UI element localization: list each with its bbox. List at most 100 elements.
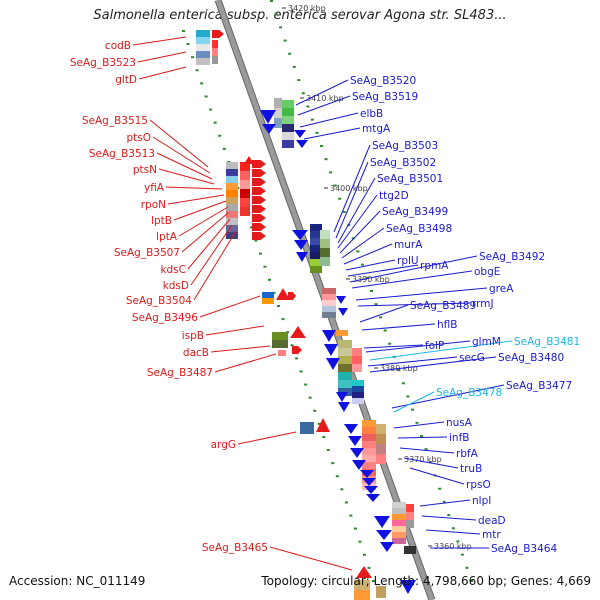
gene-track-block bbox=[338, 356, 352, 364]
label-dead: deaD bbox=[478, 515, 506, 527]
gene-track-block bbox=[338, 372, 352, 380]
left-rail-dot bbox=[182, 30, 185, 32]
leader-seag-b3478 bbox=[393, 391, 435, 413]
right-rail-dot bbox=[374, 303, 378, 306]
left-rail-dot bbox=[299, 370, 303, 373]
leader-ispb bbox=[205, 325, 265, 336]
gene-track-block bbox=[362, 462, 376, 469]
reverse-gene-arrow bbox=[292, 346, 302, 354]
gene-track-block bbox=[262, 292, 274, 298]
right-rail-dot bbox=[292, 65, 296, 68]
gene-track-block bbox=[226, 190, 238, 197]
reverse-gene-arrow bbox=[356, 566, 372, 578]
leader-rplu bbox=[345, 259, 396, 271]
topology-text: Topology: circular; Length: 4,798,660 bp… bbox=[261, 574, 591, 588]
label-nlpi: nlpI bbox=[472, 495, 491, 507]
ruler-label-3390-kbp: 3390 kbp bbox=[352, 275, 390, 284]
reverse-gene-arrow bbox=[212, 30, 224, 38]
gene-track-block bbox=[310, 266, 322, 273]
right-rail-dot bbox=[351, 237, 355, 240]
gene-track-block bbox=[352, 386, 364, 392]
right-rail-dot bbox=[356, 250, 360, 253]
right-rail-dot bbox=[424, 448, 428, 451]
leader-rpso bbox=[409, 467, 465, 485]
right-rail-dot bbox=[274, 13, 278, 16]
gene-track-block bbox=[240, 189, 250, 198]
left-rail-dot bbox=[372, 580, 375, 582]
label-seag-b3499: SeAg_B3499 bbox=[382, 206, 448, 218]
label-rpso: rpsO bbox=[466, 479, 491, 491]
leader-glmm bbox=[365, 340, 471, 353]
label-seag-b3513: SeAg_B3513 bbox=[89, 148, 155, 160]
gene-track-block bbox=[196, 51, 210, 58]
gene-track-block bbox=[278, 350, 286, 356]
leader-seag-b3492 bbox=[349, 255, 478, 283]
gene-track-block bbox=[338, 380, 352, 388]
label-secg: secG bbox=[459, 352, 485, 364]
left-rail-dot bbox=[267, 278, 271, 281]
right-rail-dot bbox=[397, 369, 401, 372]
gene-track-block bbox=[392, 532, 406, 538]
gene-track-block bbox=[282, 132, 294, 140]
right-rail-dot bbox=[338, 197, 342, 200]
reverse-gene-arrow bbox=[252, 169, 266, 177]
right-rail-dot bbox=[283, 39, 287, 42]
gene-track-block bbox=[322, 294, 336, 300]
gene-track-block bbox=[338, 340, 352, 348]
left-rail-dot bbox=[277, 305, 280, 307]
leader-rpon bbox=[167, 194, 225, 205]
leader-seag-b3515 bbox=[149, 119, 209, 168]
right-rail-dot bbox=[438, 487, 442, 490]
leader-seag-b3499 bbox=[339, 210, 381, 254]
gene-features bbox=[196, 30, 416, 600]
gene-track-block bbox=[282, 100, 294, 108]
gene-track-block bbox=[310, 245, 322, 252]
forward-gene-arrow bbox=[366, 494, 380, 502]
forward-gene-arrow bbox=[296, 140, 308, 148]
reverse-gene-arrow bbox=[276, 288, 290, 300]
forward-gene-arrow bbox=[294, 130, 306, 138]
label-mura: murA bbox=[394, 239, 423, 251]
right-rail-dot bbox=[324, 158, 328, 161]
left-rail-dot bbox=[317, 422, 321, 425]
leader-gltd bbox=[138, 66, 187, 80]
leader-seag-b3507 bbox=[181, 212, 229, 253]
left-rail-dot bbox=[313, 409, 317, 412]
label-kdsc: kdsC bbox=[160, 264, 186, 276]
left-rail-dot bbox=[331, 462, 335, 465]
gene-track-block bbox=[196, 58, 210, 65]
leader-dacb bbox=[210, 345, 271, 353]
gene-track-block bbox=[226, 225, 238, 232]
right-rail-dot bbox=[420, 435, 423, 437]
label-hflb: hflB bbox=[437, 319, 457, 331]
forward-gene-arrow bbox=[322, 330, 336, 342]
right-rail-dot bbox=[370, 290, 373, 292]
leader-hflb bbox=[361, 323, 436, 331]
label-ptsn: ptsN bbox=[133, 164, 157, 176]
gene-track-block bbox=[362, 448, 376, 455]
gene-track-block bbox=[362, 455, 376, 462]
forward-gene-arrow bbox=[338, 402, 350, 412]
left-rail-dot bbox=[191, 56, 195, 59]
reverse-gene-arrow bbox=[252, 187, 266, 195]
label-argg: argG bbox=[211, 439, 236, 451]
gene-track-block bbox=[392, 526, 406, 532]
gene-track-block bbox=[272, 332, 288, 340]
gene-track-block bbox=[310, 252, 322, 259]
gene-track-block bbox=[212, 56, 218, 64]
gene-track-block bbox=[212, 40, 218, 48]
leader-seag-b3503 bbox=[333, 144, 371, 233]
right-rail-dot bbox=[465, 566, 469, 569]
leader-lpta bbox=[178, 206, 229, 237]
label-ttg2d: ttg2D bbox=[379, 190, 409, 202]
gene-track-block bbox=[376, 454, 386, 464]
left-rail-dot bbox=[340, 488, 344, 491]
label-seag-b3464: SeAg_B3464 bbox=[491, 543, 557, 555]
label-seag-b3477: SeAg_B3477 bbox=[506, 380, 572, 392]
right-rail-dot bbox=[447, 514, 451, 517]
label-ptso: ptsO bbox=[126, 132, 151, 144]
map-title: Salmonella enterica subsp. enterica sero… bbox=[93, 8, 507, 23]
gene-track-block bbox=[240, 198, 250, 207]
leader-kdsc bbox=[187, 218, 231, 270]
